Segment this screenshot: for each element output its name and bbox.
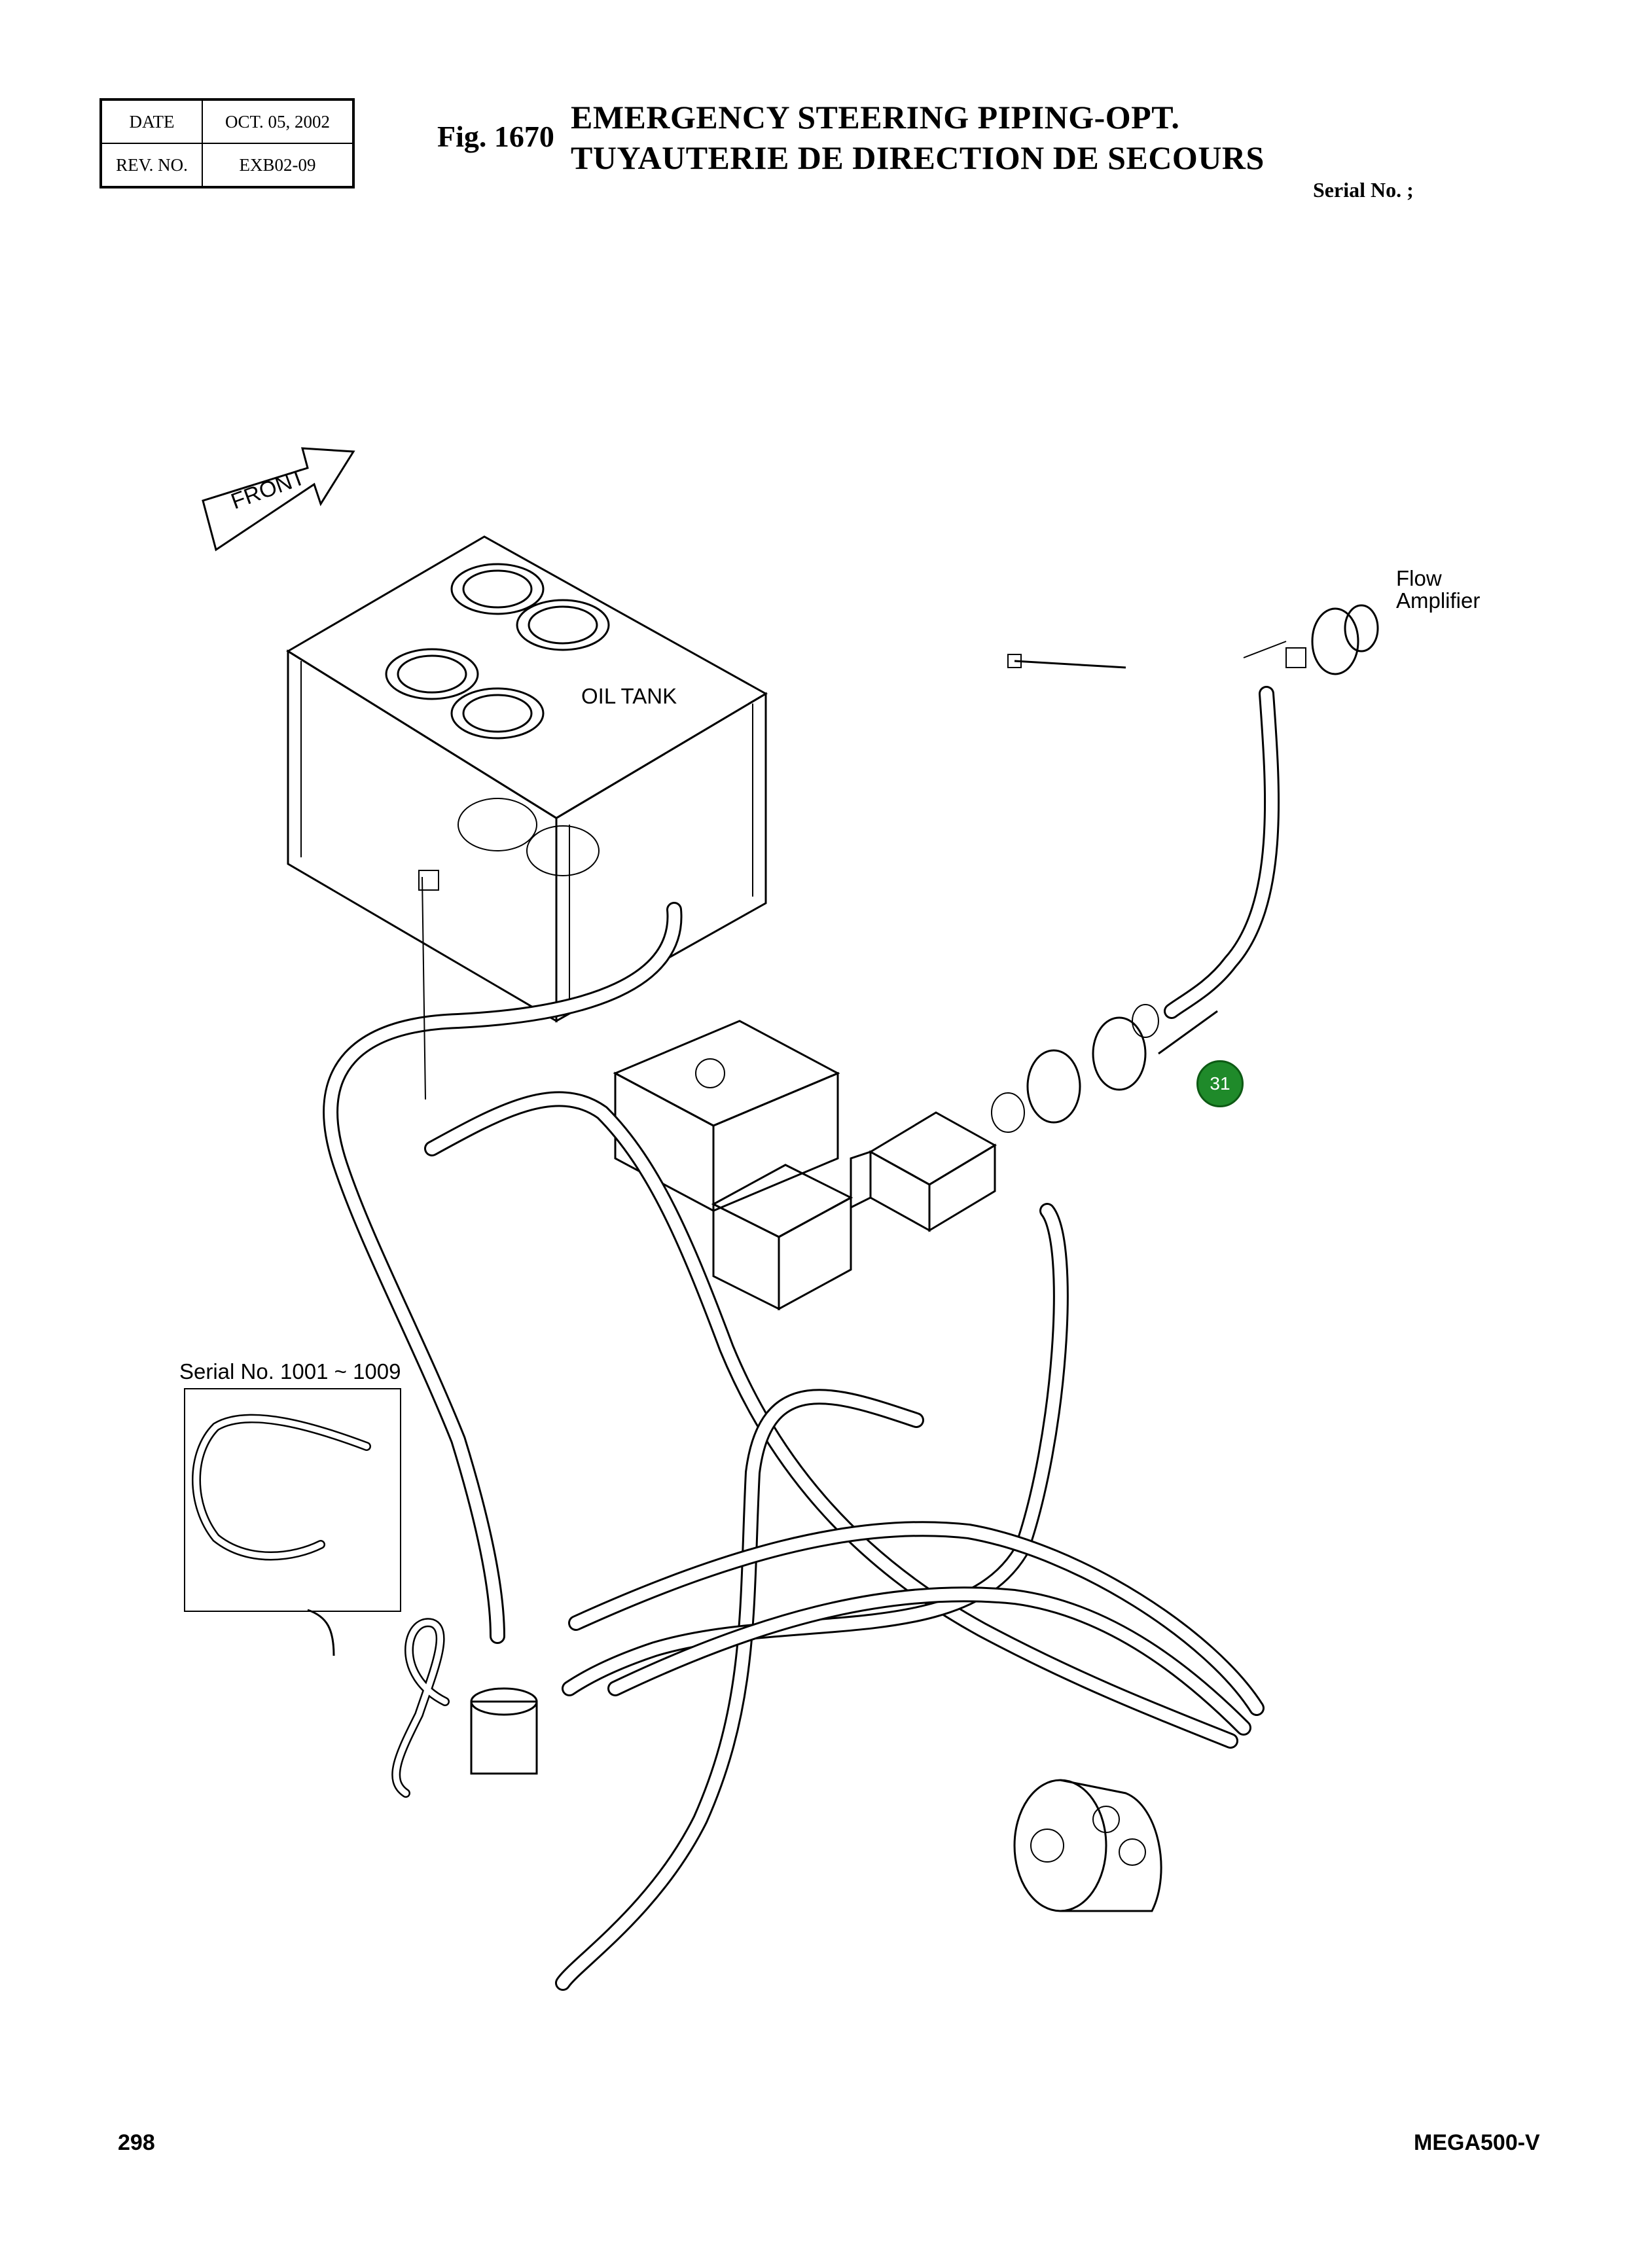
flow-amplifier-label-line2: Amplifier	[1396, 588, 1481, 613]
flow-amplifier-label-line1: Flow	[1396, 566, 1442, 590]
cable-tie	[1007, 654, 1126, 669]
revision-table: DATE OCT. 05, 2002 REV. NO. EXB02-09	[99, 98, 355, 188]
title-french: TUYAUTERIE DE DIRECTION DE SECOURS	[571, 139, 1265, 176]
date-label: DATE	[100, 99, 203, 144]
callout-31[interactable]: 31	[1196, 1060, 1244, 1107]
front-arrow-icon	[202, 447, 355, 552]
inset-hose	[192, 1414, 371, 1561]
manifold-block-right	[850, 1111, 997, 1232]
model-name: MEGA500-V	[1414, 2130, 1540, 2155]
serial-number: Serial No. ;	[1313, 178, 1414, 202]
hose-cross-1	[568, 1521, 1265, 1716]
inset-pointer-arrow-icon	[307, 1609, 335, 1656]
hose-manifold-right	[562, 1203, 1069, 1696]
flow-amplifier-flange	[1243, 604, 1379, 675]
figure-number: Fig. 1670	[437, 120, 554, 153]
inset-serial-label: Serial No. 1001 ~ 1009	[179, 1359, 401, 1384]
manifold-block-left	[711, 1164, 853, 1311]
title-english: EMERGENCY STEERING PIPING-OPT.	[571, 99, 1180, 135]
oil-tank-label: OIL TANK	[581, 684, 677, 708]
priority-valve	[391, 1618, 538, 1798]
inset-box	[184, 1388, 401, 1612]
steering-unit	[1013, 1779, 1162, 1912]
hose-flow-amplifier	[1164, 686, 1280, 1019]
leader-line	[422, 876, 426, 1100]
page-number: 298	[118, 2130, 155, 2155]
hose-pump-suction	[424, 1091, 1238, 1749]
date-value: OCT. 05, 2002	[202, 99, 354, 144]
oil-tank	[286, 535, 768, 1023]
split-flanges	[991, 1004, 1218, 1133]
rev-label: REV. NO.	[100, 143, 203, 188]
hose-tank-return	[323, 902, 683, 1644]
hose-cross-2	[607, 1586, 1251, 1736]
rev-value: EXB02-09	[202, 143, 354, 188]
